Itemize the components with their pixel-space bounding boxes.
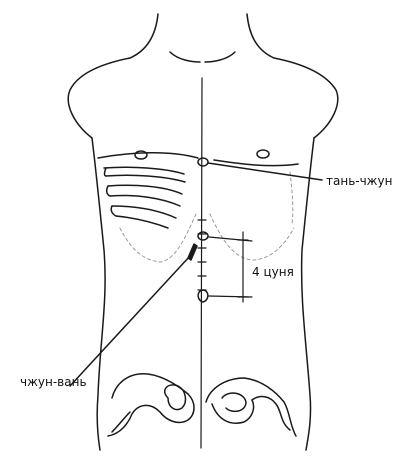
point-tan-zhong-marker [197,157,323,181]
pelvis-bones [107,373,297,437]
chest-lines [97,151,299,167]
neck-outline [129,13,275,63]
rib-cage-outline [119,171,295,263]
body-midline [200,77,203,449]
label-measure: 4 цуня [252,265,294,279]
point-zhong-wan-marker [69,231,209,387]
navel-marker [197,289,209,303]
label-zhong-wan: чжун-вань [20,375,87,389]
nipple-marks [134,149,270,160]
measurement-bracket [208,231,253,303]
rib-lines [103,166,186,229]
label-tan-zhong: тань-чжун [326,174,393,188]
torso-outline [67,57,339,451]
